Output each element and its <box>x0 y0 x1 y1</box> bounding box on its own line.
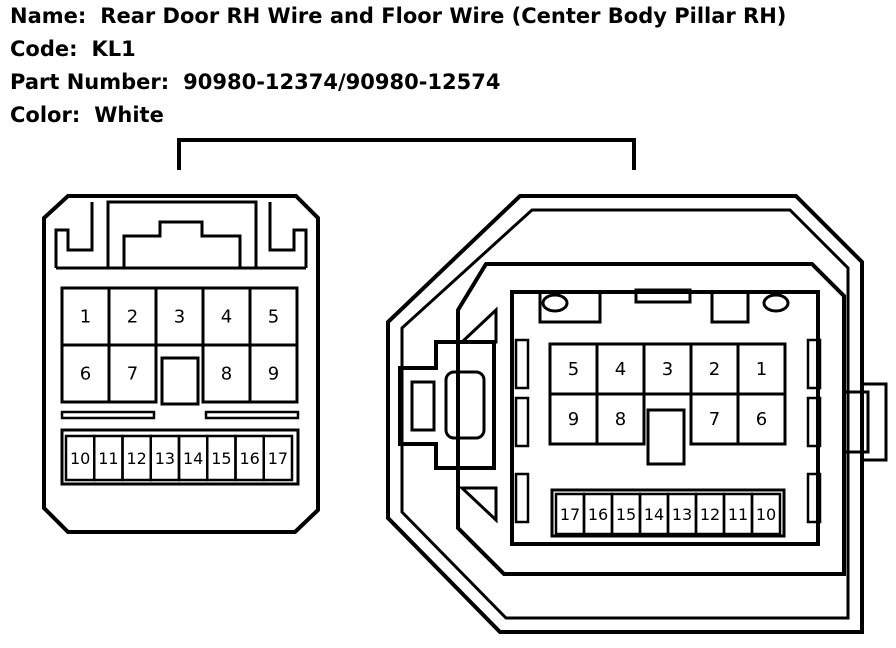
part-number-label: Part Number: <box>10 70 170 94</box>
pin-number: 12 <box>126 449 146 468</box>
left-connector-housing <box>42 194 320 534</box>
pin-number: 17 <box>268 449 288 468</box>
pin-number: 15 <box>616 505 636 524</box>
color-value: White <box>94 103 164 127</box>
left-lock-frame <box>106 200 258 268</box>
right-upper-pin-group: 5 4 3 2 1 9 8 7 6 <box>548 342 787 446</box>
left-lower-pin-group: 10 11 12 13 14 15 16 17 <box>64 434 294 482</box>
pin-number: 14 <box>183 449 203 468</box>
left-upper-pin-group: 1 2 3 4 5 6 7 8 9 <box>60 286 299 404</box>
left-rib-right <box>204 410 300 420</box>
left-key-slot <box>160 356 200 406</box>
right-lock-lever-button <box>444 370 486 440</box>
pin-number: 4 <box>615 359 626 380</box>
right-pin-cavity <box>510 290 820 546</box>
pin-number: 14 <box>644 505 664 524</box>
pin-number: 13 <box>672 505 692 524</box>
pin-number: 9 <box>268 364 279 385</box>
right-key-slot <box>646 408 686 466</box>
right-rib-6 <box>806 472 822 524</box>
right-side-guide <box>862 382 888 462</box>
pin-number: 3 <box>174 307 185 328</box>
pin-number: 11 <box>728 505 748 524</box>
code-value: KL1 <box>91 37 136 61</box>
right-lock-lever <box>398 340 496 470</box>
pin-cell <box>750 492 782 536</box>
pin-number: 9 <box>568 409 579 430</box>
pin-number: 5 <box>568 359 579 380</box>
mating-bracket <box>177 138 636 170</box>
right-connector-outer-housing <box>386 194 864 634</box>
pin-number: 6 <box>80 364 91 385</box>
code-line: Code: KL1 <box>10 37 136 61</box>
pin-cell <box>107 343 158 404</box>
left-lock-tab <box>122 220 242 268</box>
pin-cell <box>736 392 787 446</box>
pin-number: 7 <box>127 364 138 385</box>
pin-number: 13 <box>155 449 175 468</box>
right-rib-5 <box>806 396 822 448</box>
pin-number: 8 <box>615 409 626 430</box>
pin-cell <box>262 434 294 482</box>
right-lock-lever-grip <box>410 380 436 432</box>
pin-number: 5 <box>268 307 279 328</box>
pin-number: 4 <box>221 307 232 328</box>
left-lower-pin-frame <box>60 428 300 486</box>
part-number-line: Part Number: 90980-12374/90980-12574 <box>10 70 500 94</box>
right-hole-left <box>541 293 569 313</box>
pin-number: 6 <box>756 409 767 430</box>
pin-number: 16 <box>239 449 259 468</box>
right-lower-pin-frame <box>550 488 786 538</box>
pin-number: 10 <box>70 449 90 468</box>
pin-number: 1 <box>80 307 91 328</box>
left-connector-left-shoulder <box>54 202 94 268</box>
pin-number: 1 <box>756 359 767 380</box>
right-lower-pin-group: 17 16 15 14 13 12 11 10 <box>554 492 782 536</box>
right-connector-face <box>456 262 846 576</box>
name-label: Name: <box>10 4 87 28</box>
right-cavity-notch-left <box>538 292 602 324</box>
part-number-value: 90980-12374/90980-12574 <box>183 70 501 94</box>
pin-number: 10 <box>756 505 776 524</box>
right-rib-1 <box>514 338 530 390</box>
pin-number: 7 <box>709 409 720 430</box>
right-hole-right <box>762 293 790 313</box>
right-rib-4 <box>806 338 822 390</box>
pin-cell <box>248 343 299 404</box>
code-label: Code: <box>10 37 78 61</box>
right-rib-3 <box>514 472 530 524</box>
left-rib-left <box>60 410 156 420</box>
pin-number: 2 <box>127 307 138 328</box>
name-line: Name: Rear Door RH Wire and Floor Wire (C… <box>10 4 786 28</box>
color-label: Color: <box>10 103 81 127</box>
right-triangle-lower <box>458 486 498 524</box>
left-connector <box>42 194 320 534</box>
pin-number: 2 <box>709 359 720 380</box>
right-side-guide-inner <box>842 390 870 454</box>
pin-number: 17 <box>560 505 580 524</box>
color-line: Color: White <box>10 103 164 127</box>
pin-number: 3 <box>662 359 673 380</box>
right-lock-latch <box>634 288 692 304</box>
name-value: Rear Door RH Wire and Floor Wire (Center… <box>100 4 787 28</box>
right-connector <box>386 194 888 634</box>
right-cavity-notch-right <box>710 292 750 324</box>
pin-number: 16 <box>588 505 608 524</box>
right-triangle-upper <box>458 306 498 344</box>
right-rib-2 <box>514 396 530 448</box>
pin-number: 12 <box>700 505 720 524</box>
left-connector-right-shoulder <box>268 202 308 268</box>
pin-number: 11 <box>98 449 118 468</box>
pin-cell <box>595 392 646 446</box>
pin-number: 15 <box>211 449 231 468</box>
pin-number: 8 <box>221 364 232 385</box>
right-connector-inner-housing <box>400 208 850 620</box>
